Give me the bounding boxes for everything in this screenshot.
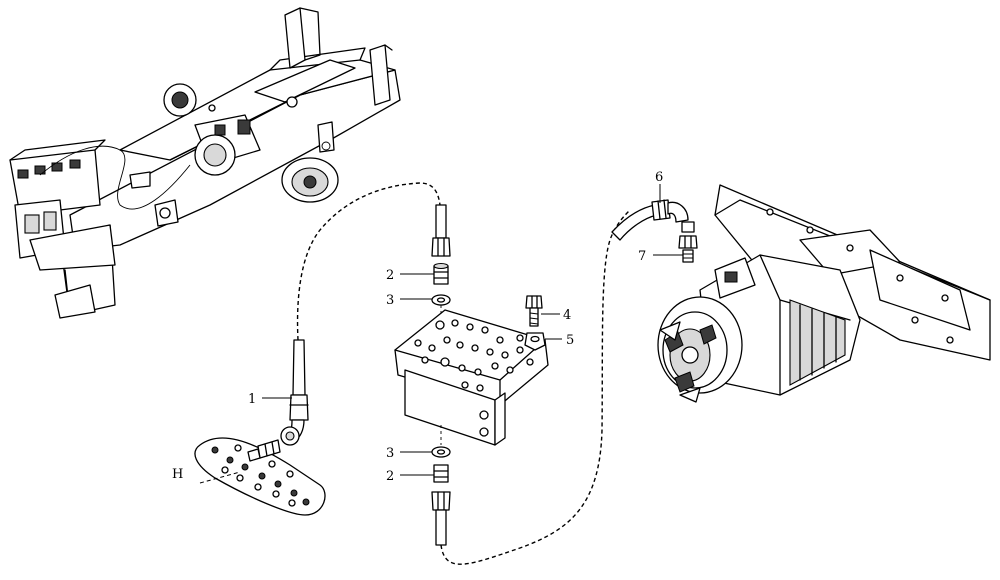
flange-plate-h <box>194 437 326 516</box>
valve-mounting-block <box>394 309 549 446</box>
hose-line-right <box>440 209 631 565</box>
center-fittings-top <box>431 204 451 325</box>
callout-1: 1 <box>248 392 256 407</box>
bolt-4 <box>525 295 543 327</box>
callout-6: 6 <box>655 170 663 185</box>
callout-2-lower: 2 <box>386 469 394 484</box>
chassis-frame-assembly <box>9 7 401 319</box>
hose-line-left <box>296 182 441 341</box>
center-fittings-bottom <box>431 425 451 546</box>
callout-3-lower: 3 <box>386 446 394 461</box>
rear-axle-assembly <box>657 184 991 403</box>
callout-7: 7 <box>638 249 646 264</box>
nut-5 <box>524 332 546 351</box>
callout-3-upper: 3 <box>386 293 394 308</box>
callout-h: H <box>172 467 183 482</box>
fitting-7 <box>678 221 698 263</box>
leader-lines <box>262 184 683 476</box>
callout-4: 4 <box>563 308 571 323</box>
hose-6-assembly <box>611 199 689 241</box>
callout-5: 5 <box>566 333 574 348</box>
callout-2-upper: 2 <box>386 268 394 283</box>
callout-labels: 1 2 3 4 5 3 2 6 7 H <box>172 170 663 484</box>
hose-1-assembly <box>247 182 441 462</box>
